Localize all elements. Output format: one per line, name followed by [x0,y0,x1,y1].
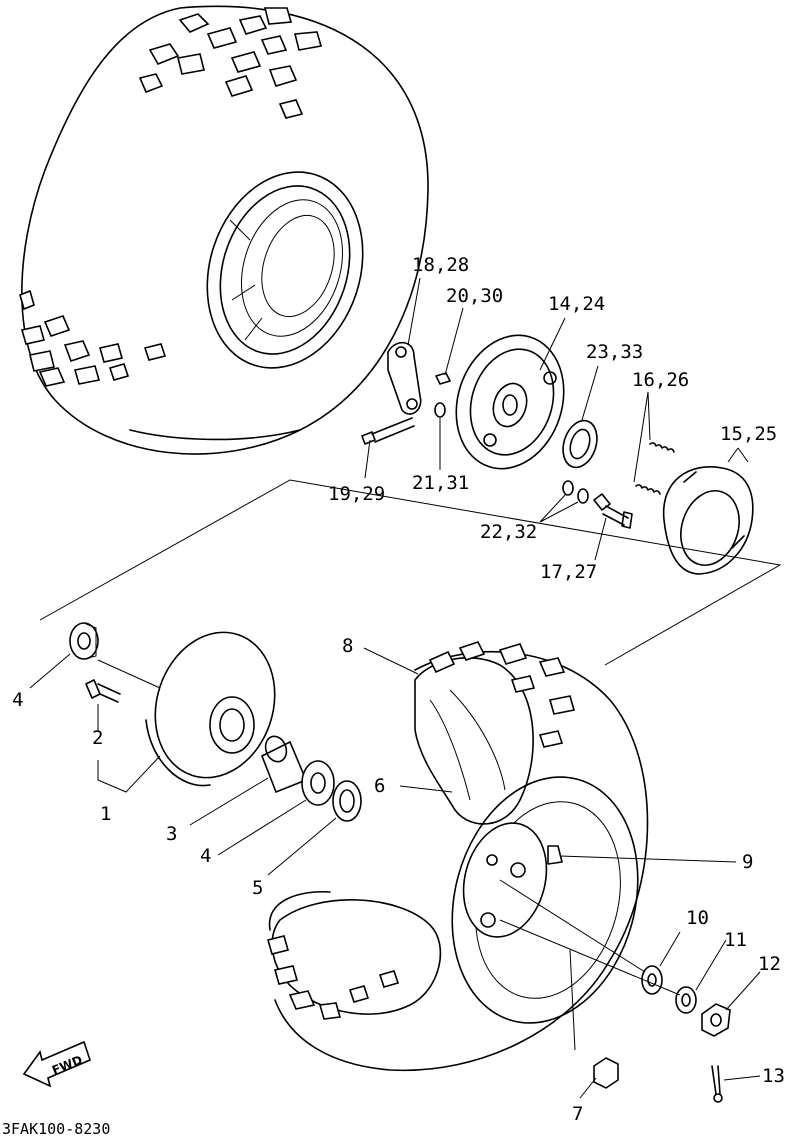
callout-2: 2 [92,727,103,749]
forward-direction-arrow: FWD [22,1040,91,1088]
callout-17-27: 17,27 [540,561,597,583]
bolt-19 [361,417,415,445]
tire-valve-9 [547,845,563,865]
brake-assembly [361,334,754,575]
o-ring-22b [577,488,589,504]
wheel-hub-1 [145,631,276,787]
callout-4-lower: 4 [200,845,211,867]
lower-left-parts [69,622,362,822]
wheel-nut-7 [593,1057,619,1089]
callout-19-29: 19,29 [328,483,385,505]
callout-16-26: 16,26 [632,369,689,391]
brake-cam-lever [387,341,422,415]
callout-4-upper: 4 [12,689,23,711]
washer-11 [675,986,697,1014]
spacer-3 [260,735,308,794]
brake-camshaft [593,493,633,529]
drawing-code: 3FAK100-8230 [2,1120,110,1137]
callout-23-33: 23,33 [586,341,643,363]
callout-8: 8 [342,635,353,657]
callout-12: 12 [758,953,781,975]
spring-16a [649,442,675,453]
lower-wheel-cutaway [267,641,649,1072]
callout-1: 1 [100,803,111,825]
callout-10: 10 [686,907,709,929]
hub-bolt-2 [85,679,121,703]
callout-21-31: 21,31 [412,472,469,494]
callout-6: 6 [374,775,385,797]
callout-labels: 18,28 20,30 14,24 23,33 16,26 15,25 19,2… [12,254,785,1125]
nut-20 [435,372,451,385]
callout-11: 11 [724,929,747,951]
callout-7: 7 [572,1103,583,1125]
bearing-4-lower [301,760,335,806]
callout-20-30: 20,30 [446,285,503,307]
upper-tire [19,5,429,455]
spring-16b [635,484,661,495]
callout-3: 3 [166,823,177,845]
brake-panel [455,334,565,470]
leader-lines [29,277,761,1099]
callout-14-24: 14,24 [548,293,605,315]
cotter-pin-13 [711,1065,723,1103]
o-ring-22a [562,480,574,496]
assembly-bracket-line [39,479,782,666]
oil-seal-23 [562,419,598,469]
callout-18-28: 18,28 [412,254,469,276]
washer-10 [641,965,663,995]
oil-seal-5 [332,780,362,822]
washer-21 [434,402,446,418]
callout-9: 9 [742,851,753,873]
axle-hardware [593,965,731,1103]
brake-shoe-set [662,466,754,575]
castle-nut-12 [701,1003,731,1037]
callout-5: 5 [252,877,263,899]
callout-13: 13 [762,1065,785,1087]
callout-22-32: 22,32 [480,521,537,543]
bearing-4-upper [69,622,99,660]
callout-15-25: 15,25 [720,423,777,445]
